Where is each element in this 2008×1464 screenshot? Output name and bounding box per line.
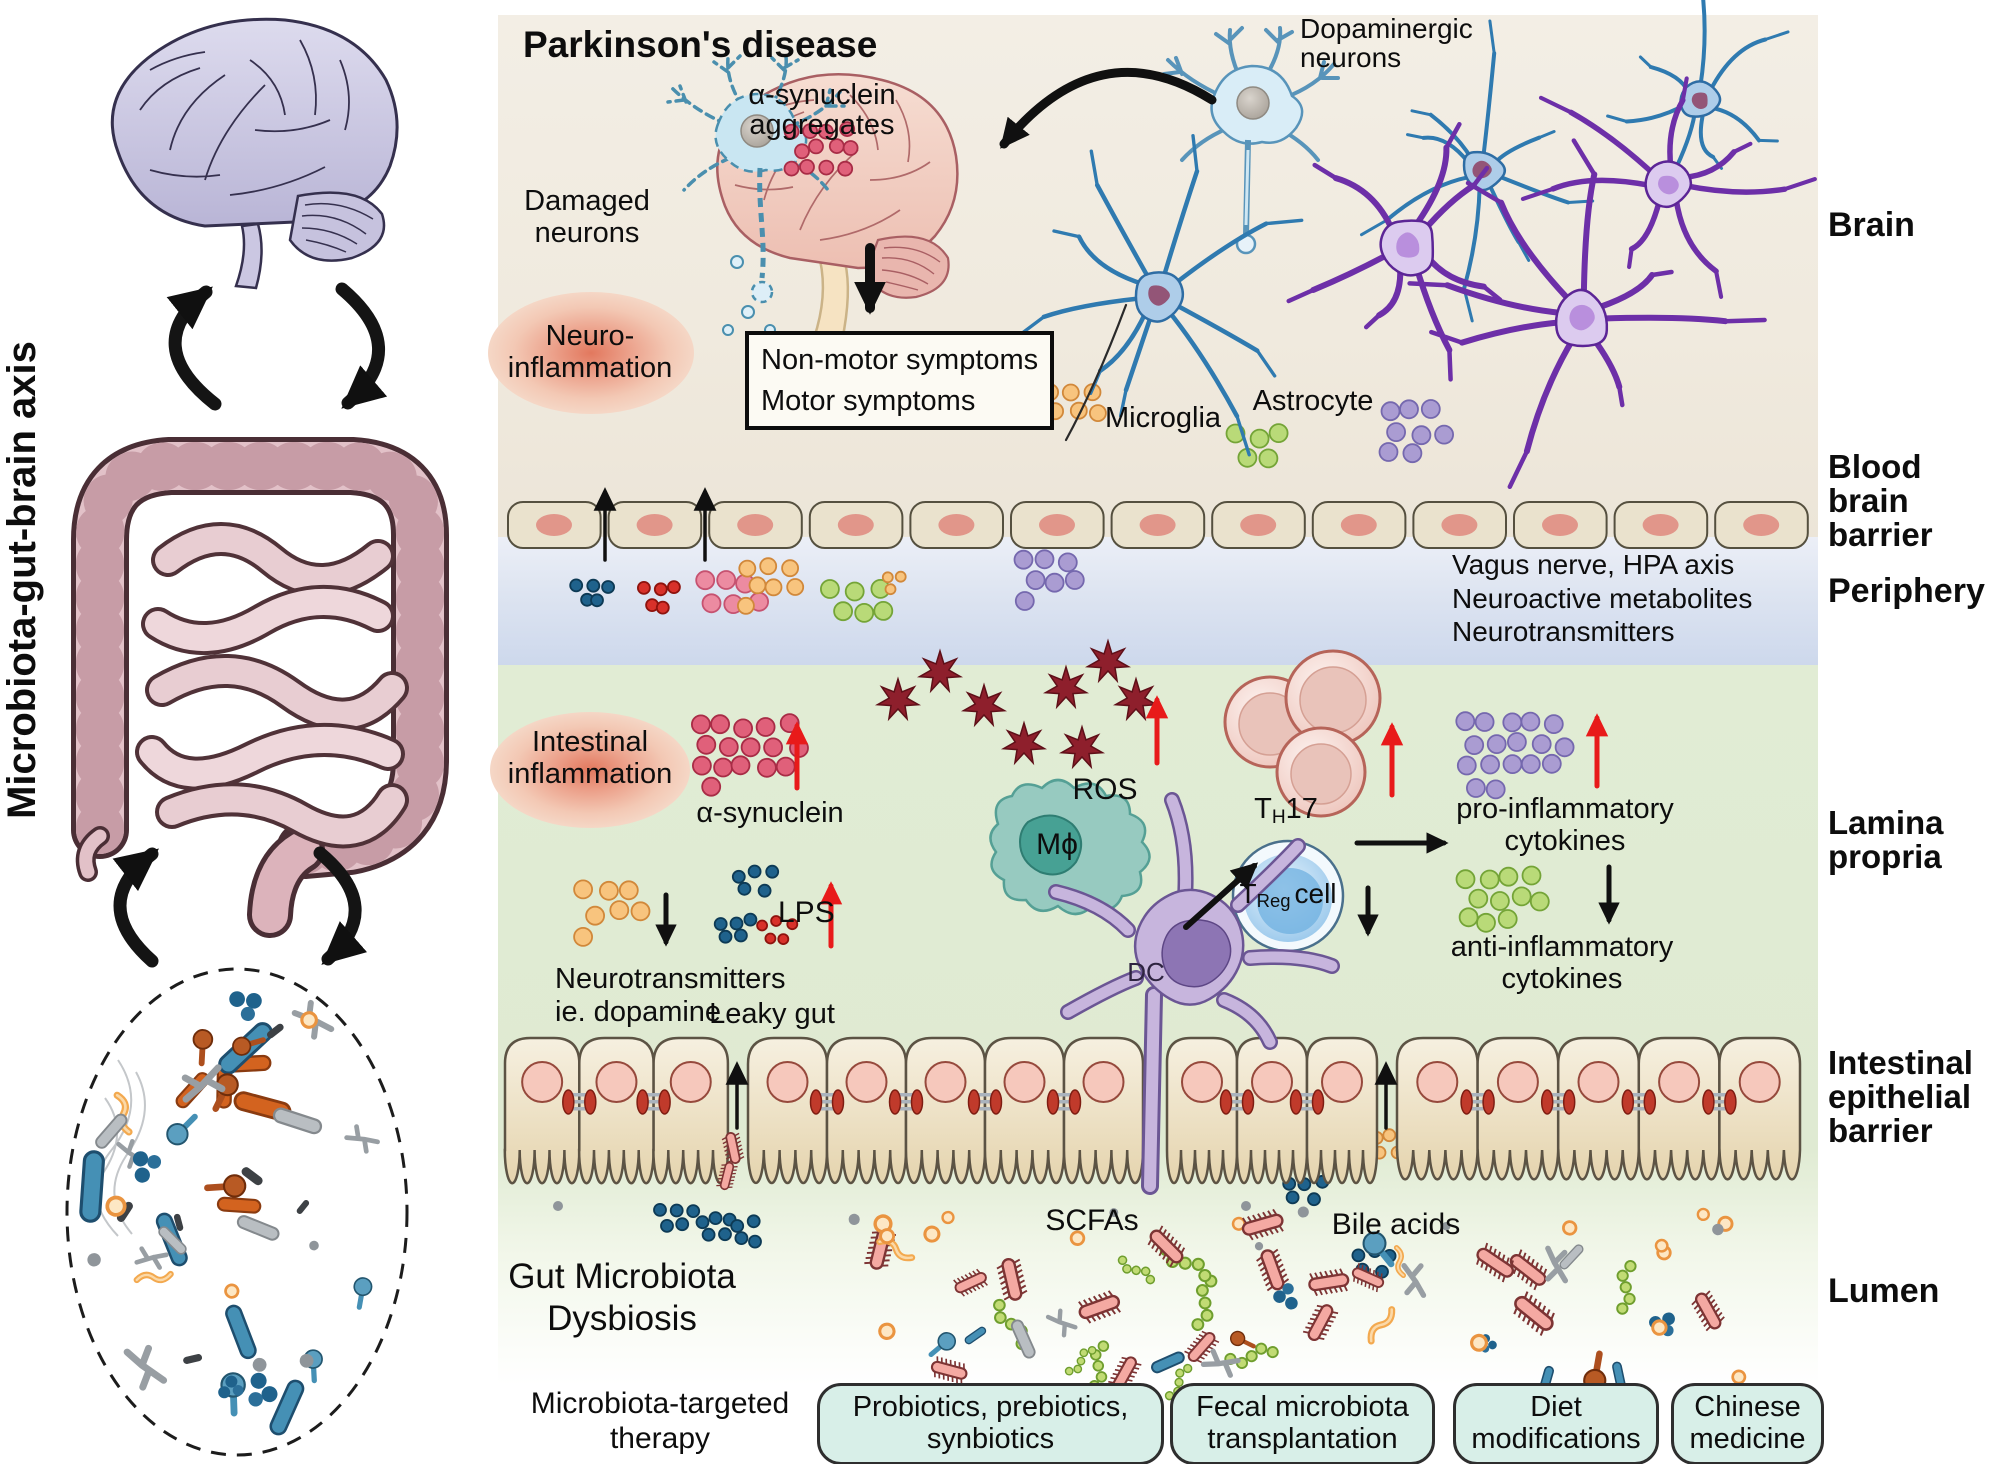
intestinal-inflammation-label: Intestinal inflammation — [507, 726, 673, 791]
pro-inflammatory-label: pro-inflammatory cytokines — [1456, 793, 1674, 858]
region-label-blood-brain-barrier: Blood brain barrier — [1828, 448, 1933, 553]
gut-microbiota-contents — [79, 991, 380, 1436]
bile-acids-label: Bile acids — [1331, 1208, 1461, 1241]
therapy-label: Microbiota-targeted therapy — [530, 1387, 790, 1456]
microbe-twigDark — [241, 1167, 263, 1186]
microbe-rodOrange — [233, 1091, 292, 1122]
microbe-twigDark — [116, 1201, 133, 1222]
lps-label: LPS — [778, 896, 835, 929]
microbe-clubBrown — [192, 1029, 214, 1067]
microglia-label: Microglia — [1104, 402, 1222, 434]
region-label-lamina-propria: Lamina propria — [1828, 804, 1944, 875]
microbe-clubBrown — [232, 1036, 266, 1056]
th17-label: TH17 — [1254, 793, 1318, 828]
microbe-dotNavy — [218, 1375, 244, 1399]
neurotransmitters-label: Neurotransmitters ie. dopamine — [555, 963, 786, 1029]
microbe-ringOrange — [300, 1011, 318, 1029]
cycle-arrows-brain-gut — [166, 282, 388, 411]
intestine-illustration — [71, 437, 449, 938]
microbe-clubBrown — [204, 1174, 247, 1198]
microbe-twigDark — [173, 1213, 184, 1231]
microbe-rodBlueBig — [79, 1150, 105, 1223]
microbe-dotGray — [87, 1253, 101, 1267]
microbe-clubBlue — [353, 1277, 373, 1310]
neuro-inflammation-label: Neuro- inflammation — [507, 320, 673, 385]
gut-microbiota-circle — [65, 967, 409, 1457]
alpha-synuclein-label: α-synuclein — [696, 797, 844, 829]
therapy-button-fmt[interactable]: Fecal microbiota transplantation — [1170, 1383, 1435, 1464]
non-motor-symptoms-text: Non-motor symptoms — [761, 344, 1039, 376]
microbe-dotGray — [299, 1353, 314, 1368]
microbe-grayRod — [236, 1215, 280, 1241]
microbe-ringOrange — [105, 1195, 127, 1217]
brain-illustration — [110, 17, 399, 290]
microbe-branchGray — [134, 1246, 169, 1270]
periphery-signals-label: Vagus nerve, HPA axis Neuroactive metabo… — [1452, 549, 1753, 648]
microbe-dotNavy — [132, 1151, 162, 1183]
therapy-button-probiotics[interactable]: Probiotics, prebiotics, synbiotics — [817, 1383, 1164, 1464]
microbe-wormOrange — [113, 1091, 133, 1136]
microbe-branchGray — [123, 1344, 168, 1391]
macrophage-label: Mϕ — [1036, 828, 1078, 861]
symptoms-box: Non-motor symptoms Motor symptoms — [745, 331, 1055, 431]
ros-label: ROS — [1072, 773, 1138, 806]
microbe-rodOrange — [222, 1054, 272, 1073]
microbe-dotGray — [309, 1240, 319, 1251]
cycle-arrows-gut-microbiota — [112, 846, 368, 968]
page-title: Parkinson's disease — [523, 24, 878, 65]
microbe-clubBrown — [212, 1073, 239, 1112]
microbe-grayRod — [158, 1226, 187, 1255]
microbe-strands — [94, 1059, 146, 1237]
therapy-button-chinese-medicine[interactable]: Chinese medicine — [1671, 1383, 1824, 1464]
therapy-button-diet[interactable]: Diet modifications — [1453, 1383, 1659, 1464]
motor-symptoms-text: Motor symptoms — [761, 384, 976, 417]
microbe-rodOrange — [216, 1196, 262, 1214]
microbe-wormOrange — [133, 1270, 174, 1284]
microbe-rodOrange — [175, 1072, 210, 1109]
microbe-twigDark — [296, 1200, 310, 1214]
microbe-twigDark — [183, 1354, 203, 1364]
microbe-rodBlueBig — [218, 1022, 273, 1075]
brain-region-background — [498, 15, 1818, 537]
microbe-dotGray — [252, 1357, 267, 1372]
microbe-clubBlue — [303, 1349, 323, 1384]
microbe-branchGray — [291, 999, 335, 1040]
anti-inflammatory-label: anti-inflammatory cytokines — [1450, 931, 1674, 996]
microbe-clubBlue — [166, 1113, 198, 1146]
region-label-intestinal-epithelial-barrier: Intestinal epithelial barrier — [1828, 1044, 1973, 1149]
microbe-branchGray — [181, 1064, 226, 1103]
region-label-brain: Brain — [1828, 206, 1915, 244]
microbe-ringOrange — [224, 1283, 240, 1299]
microbe-grayRod — [272, 1107, 323, 1135]
microbe-rodOrange — [216, 1061, 233, 1109]
microbe-rodBlueBig — [269, 1379, 305, 1436]
scfas-label: SCFAs — [1045, 1204, 1139, 1237]
region-label-periphery: Periphery — [1828, 572, 1985, 610]
intestinal-inflammation-ellipse — [490, 712, 690, 828]
microbe-twigDark — [266, 1023, 284, 1039]
microbe-rodBlueBig — [225, 1304, 257, 1360]
microbe-branchGray — [116, 1138, 146, 1169]
leaky-gut-label: Leaky gut — [709, 998, 835, 1030]
microbe-rodBlueBig — [155, 1212, 188, 1267]
astrocyte-label: Astrocyte — [1252, 385, 1374, 417]
neuro-inflammation-ellipse — [488, 292, 694, 414]
lamina-propria-region-background — [498, 665, 1818, 1150]
dysbiosis-label: Gut Microbiota Dysbiosis — [508, 1257, 736, 1338]
microbe-dotNavy — [229, 991, 262, 1022]
axis-label: Microbiota-gut-brain axis — [0, 341, 44, 819]
microbe-clubBlue — [220, 1372, 246, 1417]
microbe-dotNavy — [248, 1372, 278, 1407]
dopaminergic-neurons-label: Dopaminergic neurons — [1300, 13, 1473, 74]
dc-label: DC — [1127, 957, 1165, 987]
region-label-lumen: Lumen — [1828, 1272, 1940, 1310]
damaged-neurons-label: Damaged neurons — [524, 185, 650, 250]
microbe-branchGray — [344, 1124, 380, 1154]
microbe-grayRod — [95, 1113, 128, 1149]
alpha-synuclein-aggregates-label: α-synuclein aggregates — [748, 79, 896, 142]
